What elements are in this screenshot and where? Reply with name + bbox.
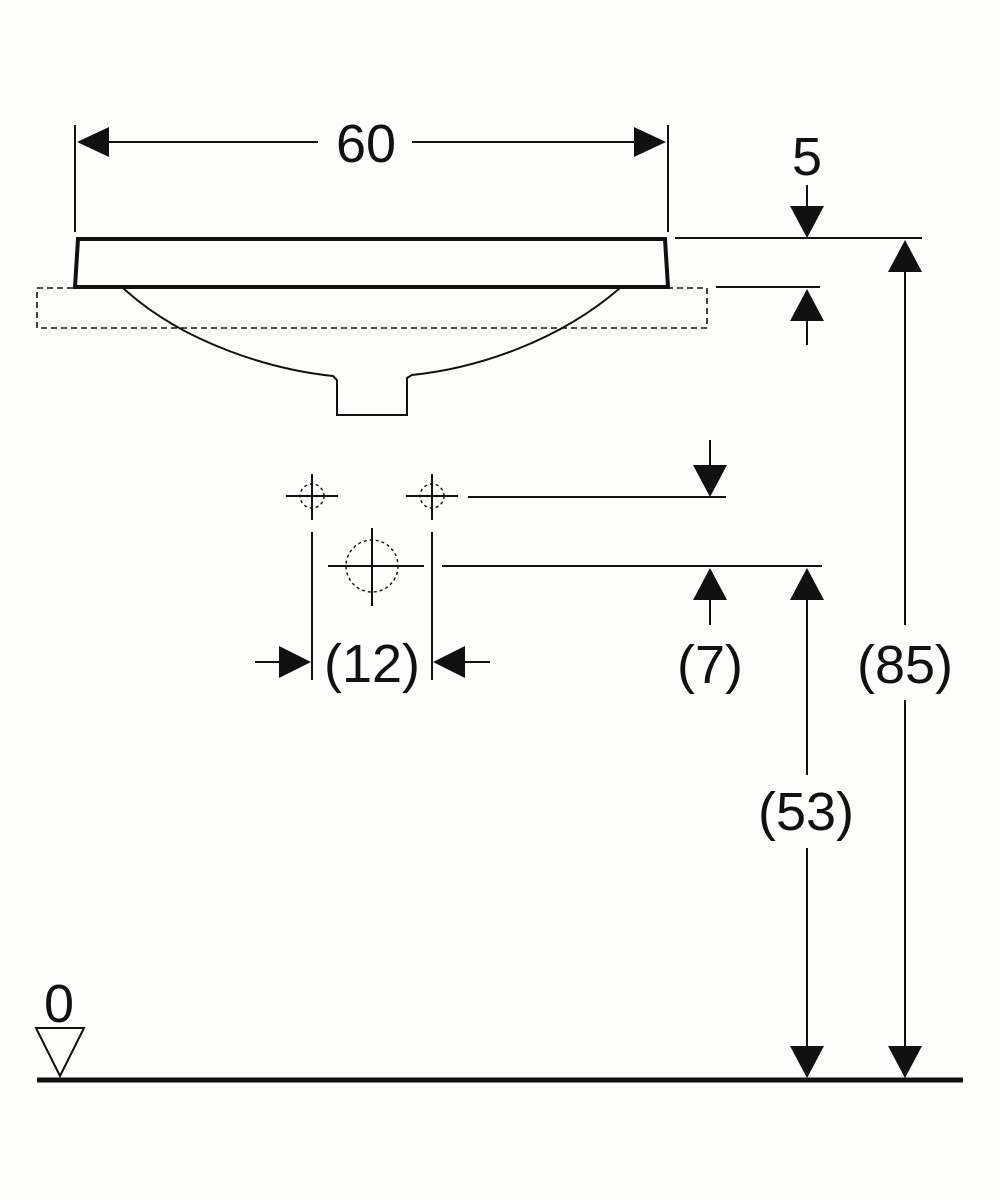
floor-level-label: 0 (44, 974, 74, 1034)
drain-height-label: (53) (758, 782, 854, 842)
floor-level: 0 (34, 974, 963, 1083)
drain-height-arrow-bottom (790, 1046, 824, 1078)
width-arrow-left (77, 127, 109, 157)
tap-spacing-label: (12) (324, 634, 420, 694)
total-height-arrow-top (888, 240, 922, 272)
countertop-outline (36, 287, 708, 329)
tap-offset-label: (7) (677, 635, 743, 695)
tap-spacing-arrow-right (433, 646, 465, 678)
width-dimension: 60 (74, 114, 669, 232)
rim-thickness-label: 5 (792, 127, 822, 187)
rim-arrow-top (790, 206, 824, 238)
drain-hole (328, 528, 424, 606)
rim-thickness-dimension: 5 (675, 127, 922, 345)
drain-height-dimension: (53) (758, 568, 854, 1078)
tap-offset-dimension: (7) (442, 440, 822, 695)
basin-rim (72, 237, 671, 289)
level-triangle-icon (34, 1027, 86, 1079)
drain-height-arrow-top (790, 568, 824, 600)
width-arrow-right (634, 127, 666, 157)
width-label: 60 (336, 114, 396, 174)
basin-bowl (122, 287, 621, 416)
total-height-dimension: (85) (857, 240, 953, 1078)
total-height-label: (85) (857, 635, 953, 695)
tap-spacing-arrow-left (279, 646, 311, 678)
tap-offset-arrow-top (693, 465, 727, 497)
rim-arrow-bottom (790, 289, 824, 321)
basin (72, 237, 671, 416)
tap-spacing-dimension: (12) (255, 532, 490, 694)
tap-offset-arrow-bottom (693, 568, 727, 600)
total-height-arrow-bottom (888, 1046, 922, 1078)
tap-holes (286, 474, 458, 520)
